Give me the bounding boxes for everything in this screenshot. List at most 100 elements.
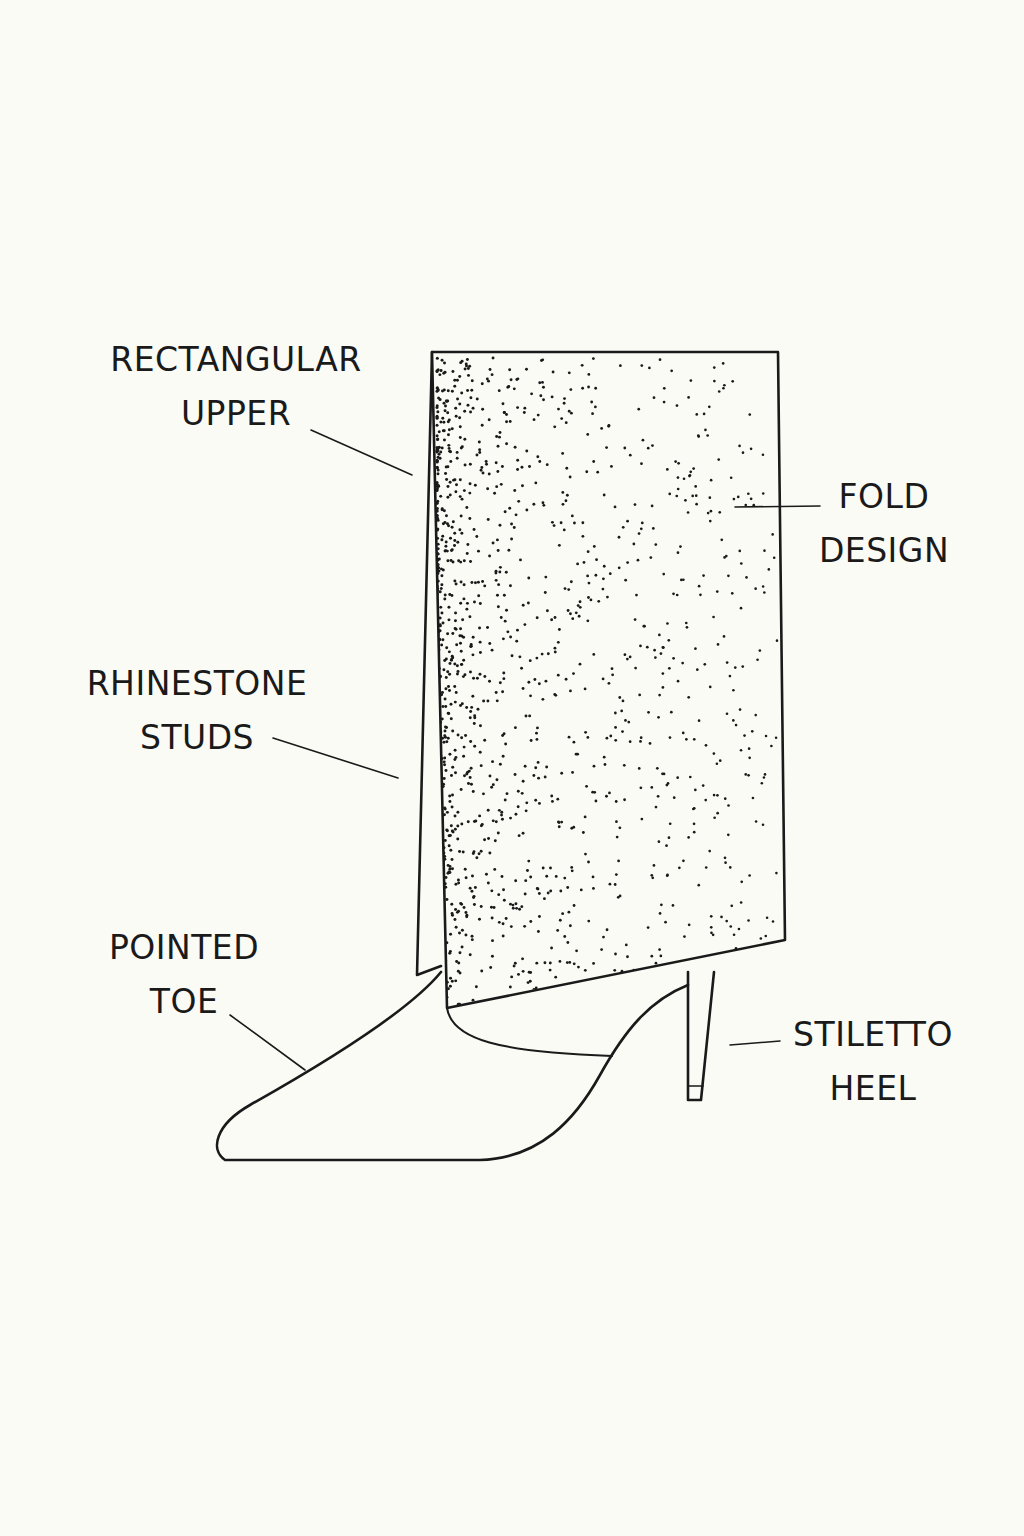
stud-dot: [649, 742, 652, 745]
stud-dot: [730, 476, 733, 479]
stud-dot: [556, 798, 559, 801]
stud-dot: [454, 756, 457, 759]
stud-dot: [665, 784, 668, 787]
stud-dot: [581, 521, 584, 524]
stud-dot: [713, 794, 716, 797]
stud-dot: [475, 856, 478, 859]
stud-dot: [668, 667, 671, 670]
stud-dot: [540, 359, 543, 362]
stud-dot: [542, 386, 545, 389]
stud-dot: [459, 436, 462, 439]
stud-dot: [438, 638, 441, 641]
stud-dot: [436, 649, 439, 652]
stud-dot: [447, 524, 450, 527]
stud-dot: [464, 933, 467, 936]
stud-dot: [448, 800, 451, 803]
stud-dot: [448, 689, 451, 692]
stud-dot: [444, 959, 447, 962]
stud-dot: [529, 876, 532, 879]
stud-dot: [517, 500, 520, 503]
stud-dot: [685, 622, 688, 625]
stud-dot: [608, 424, 611, 427]
stud-dot: [506, 630, 509, 633]
stud-dot: [436, 842, 439, 845]
stud-dot: [618, 826, 621, 829]
stud-dot: [656, 767, 659, 770]
stud-dot: [505, 442, 508, 445]
stud-dot: [745, 576, 748, 579]
stud-dot: [672, 592, 675, 595]
stud-dot: [688, 924, 691, 927]
stud-dot: [694, 647, 697, 650]
stud-dot: [444, 807, 447, 810]
stud-dot: [697, 884, 700, 887]
stud-dot: [441, 757, 444, 760]
stud-dot: [444, 472, 447, 475]
stud-dot: [488, 852, 491, 855]
stud-dot: [716, 762, 719, 765]
stud-dot: [579, 606, 582, 609]
stud-dot: [466, 358, 469, 361]
stud-dot: [443, 438, 446, 441]
stud-dot: [444, 974, 447, 977]
rhinestone-studs: [436, 357, 779, 1009]
stud-dot: [437, 547, 440, 550]
stud-dot: [731, 380, 734, 383]
stud-dot: [473, 722, 476, 725]
stud-dot: [464, 868, 467, 871]
stud-dot: [493, 868, 496, 871]
stud-dot: [480, 905, 483, 908]
stud-dot: [457, 734, 460, 737]
stud-dot: [553, 524, 556, 527]
stud-dot: [703, 663, 706, 666]
stud-dot: [722, 1001, 725, 1004]
stud-dot: [516, 629, 519, 632]
stud-dot: [436, 517, 439, 520]
stud-dot: [436, 459, 439, 462]
stud-dot: [762, 585, 765, 588]
stud-dot: [661, 672, 664, 675]
stud-dot: [440, 932, 443, 935]
stud-dot: [555, 875, 558, 878]
stud-dot: [445, 828, 448, 831]
stud-dot: [523, 925, 526, 928]
stud-dot: [437, 469, 440, 472]
part-label: POINTED TOE: [109, 921, 259, 1029]
stud-dot: [653, 864, 656, 867]
stud-dot: [436, 606, 439, 609]
stud-dot: [587, 550, 590, 553]
stud-dot: [765, 735, 768, 738]
stud-dot: [501, 690, 504, 693]
stud-dot: [481, 580, 484, 583]
stud-dot: [474, 886, 477, 889]
stud-dot: [750, 498, 753, 501]
stud-dot: [438, 975, 441, 978]
stud-dot: [453, 685, 456, 688]
stud-dot: [467, 374, 470, 377]
stud-dot: [642, 439, 645, 442]
stud-dot: [521, 957, 524, 960]
stud-dot: [576, 562, 579, 565]
stud-dot: [436, 953, 439, 956]
stud-dot: [451, 730, 454, 733]
stud-dot: [692, 961, 695, 964]
stud-dot: [437, 857, 440, 860]
stud-dot: [442, 785, 445, 788]
stud-dot: [509, 420, 512, 423]
stud-dot: [438, 373, 441, 376]
stud-dot: [569, 924, 572, 927]
stud-dot: [460, 903, 463, 906]
stud-dot: [471, 695, 474, 698]
stud-dot: [664, 921, 667, 924]
stud-dot: [538, 915, 541, 918]
stud-dot: [724, 797, 727, 800]
stud-dot: [647, 926, 650, 929]
stud-dot: [438, 785, 441, 788]
stud-dot: [676, 594, 679, 597]
stud-dot: [523, 407, 526, 410]
stud-dot: [763, 549, 766, 552]
stud-dot: [618, 696, 621, 699]
stud-dot: [643, 625, 646, 628]
stud-dot: [579, 663, 582, 666]
stud-dot: [457, 881, 460, 884]
